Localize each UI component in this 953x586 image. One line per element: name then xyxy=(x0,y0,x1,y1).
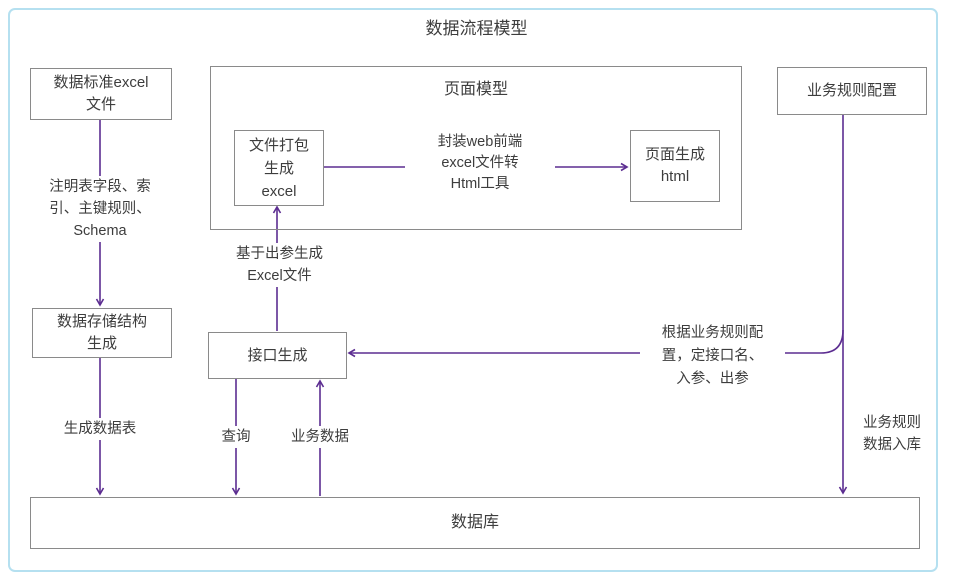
query-label: 查询 xyxy=(214,426,258,448)
excel-from-output-label: 基于出参生成 Excel文件 xyxy=(207,243,352,287)
biz-rule-config-box: 业务规则配置 xyxy=(777,67,927,115)
rule-to-api-label: 根据业务规则配 置，定接口名、 入参、出参 xyxy=(640,322,785,391)
source-excel-box: 数据标准excel 文件 xyxy=(30,68,172,120)
excel-tool-label: 封装web前端 excel文件转 Html工具 xyxy=(405,132,555,195)
database-box: 数据库 xyxy=(30,497,920,549)
page-gen-box: 页面生成 html xyxy=(630,130,720,202)
file-pack-box: 文件打包 生成 excel xyxy=(234,130,324,206)
biz-data-label: 业务数据 xyxy=(283,426,357,448)
edge-ruleconfig-to-apigen-arrow xyxy=(347,329,844,358)
rule-to-db-label: 业务规则 数据入库 xyxy=(853,412,931,456)
page-model-container: 页面模型 xyxy=(210,66,742,230)
page-model-title: 页面模型 xyxy=(443,81,508,98)
storage-gen-box: 数据存储结构 生成 xyxy=(32,308,172,358)
schema-note-label: 注明表字段、索 引、主键规则、 Schema xyxy=(30,176,170,242)
gen-table-label: 生成数据表 xyxy=(40,418,160,440)
api-gen-box: 接口生成 xyxy=(208,332,347,379)
diagram-title: 数据流程模型 xyxy=(425,19,528,38)
